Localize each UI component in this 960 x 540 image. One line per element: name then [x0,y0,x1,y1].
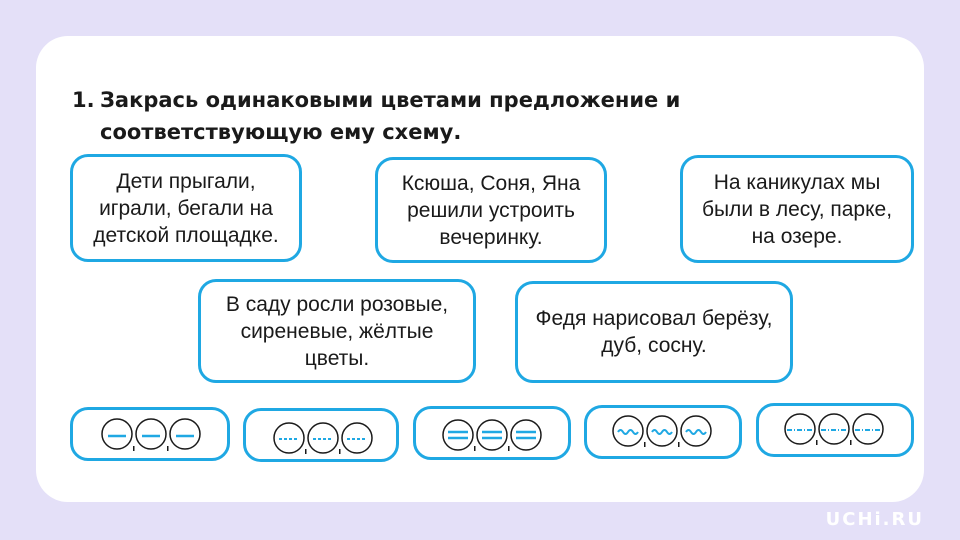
scheme-card-3[interactable] [413,406,571,460]
task-text: Закрась одинаковыми цветами предложение … [100,88,681,144]
task-heading: 1. Закрась одинаковыми цветами предложен… [72,84,892,148]
sentence-card-3[interactable]: На каникулах мы были в лесу, парке, на о… [680,155,914,263]
object-underline-icon [273,422,373,454]
sentence-text: Дети прыгали, играли, бегали на детской … [93,169,279,247]
scheme-card-2[interactable] [243,408,399,462]
attribute-underline-icon [612,415,712,447]
sentence-text: Федя нарисовал берёзу, дуб, сосну. [535,307,773,357]
sentence-card-2[interactable]: Ксюша, Соня, Яна решили устроить вечерин… [375,157,607,263]
task-number: 1. [72,88,95,112]
adverbial-underline-icon [784,413,884,445]
sentence-card-1[interactable]: Дети прыгали, играли, бегали на детской … [70,154,302,262]
uchi-logo: UCHi.RU [825,509,924,530]
sentence-text: Ксюша, Соня, Яна решили устроить вечерин… [401,171,581,249]
scheme-card-1[interactable] [70,407,230,461]
sentence-card-5[interactable]: Федя нарисовал берёзу, дуб, сосну. [515,281,793,383]
sentence-card-4[interactable]: В саду росли розовые, сиреневые, жёлтые … [198,279,476,383]
subject-underline-icon [101,418,201,451]
scheme-card-5[interactable] [756,403,914,457]
predicate-underline-icon [442,419,542,451]
sentence-text: В саду росли розовые, сиреневые, жёлтые … [225,292,449,370]
scheme-card-4[interactable] [584,405,742,459]
sentence-text: На каникулах мы были в лесу, парке, на о… [701,170,893,248]
